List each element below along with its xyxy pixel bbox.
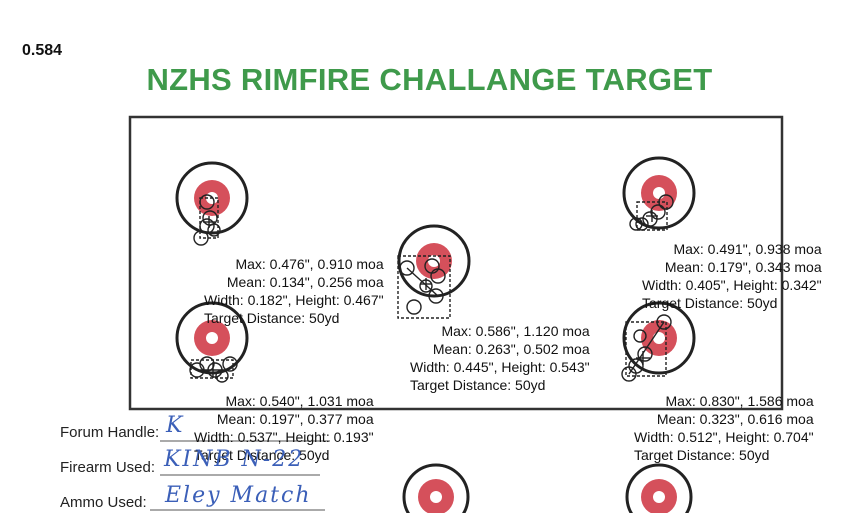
stat-size: Width: 0.445", Height: 0.543" [410,359,590,375]
target-frame [128,115,784,411]
target-lower-center-partial [402,463,470,513]
forum-handle-label: Forum Handle: [60,424,160,441]
form-lines [150,440,330,511]
stat-max: Max: 0.586", 1.120 moa [441,323,590,339]
stat-distance: Target Distance: 50yd [634,447,770,463]
firearm-used-label: Firearm Used: [60,459,156,476]
stat-max: Max: 0.540", 1.031 moa [225,393,374,409]
firearm-used-value: KINB N-22 [164,447,305,472]
target-center [397,224,471,298]
stat-mean: Mean: 0.134", 0.256 moa [226,274,384,290]
stat-size: Width: 0.512", Height: 0.704" [634,429,814,445]
stat-mean: Mean: 0.197", 0.377 moa [216,411,374,427]
stat-distance: Target Distance: 50yd [410,377,546,393]
shot-group-bottom-right [621,314,672,382]
target-top-right [622,156,696,230]
ammo-used-label: Ammo Used: [60,494,147,511]
stat-distance: Target Distance: 50yd [642,295,778,311]
stat-mean: Mean: 0.323", 0.616 moa [656,411,814,427]
score-value: 0.584 [22,42,63,59]
forum-handle-value: K [166,413,185,438]
stats-bottom-right: Max: 0.830", 1.586 moa Mean: 0.323", 0.6… [634,392,814,464]
stat-mean: Mean: 0.263", 0.502 moa [432,341,590,357]
stat-max: Max: 0.491", 0.938 moa [673,241,822,257]
page-title: NZHS RIMFIRE CHALLANGE TARGET [146,62,713,97]
shot-group-center [397,255,451,319]
stat-max: Max: 0.476", 0.910 moa [235,256,384,272]
shot-group-top-right [629,194,674,231]
stat-mean: Mean: 0.179", 0.343 moa [664,259,822,275]
stats-top-left: Max: 0.476", 0.910 moa Mean: 0.134", 0.2… [204,255,384,327]
ammo-used-value: Eley Match [165,483,312,508]
stat-max: Max: 0.830", 1.586 moa [665,393,814,409]
stats-center: Max: 0.586", 1.120 moa Mean: 0.263", 0.5… [410,322,590,394]
stats-top-right: Max: 0.491", 0.938 moa Mean: 0.179", 0.3… [642,240,822,312]
target-lower-right-partial [625,463,693,513]
shot-group-bottom-left [189,356,238,383]
target-bottom-left [175,301,249,375]
stat-distance: Target Distance: 50yd [204,310,340,326]
stat-distance: Target Distance: 50yd [194,447,330,463]
stat-size: Width: 0.182", Height: 0.467" [204,292,384,308]
stat-size: Width: 0.537", Height: 0.193" [194,429,374,445]
stats-bottom-left: Max: 0.540", 1.031 moa Mean: 0.197", 0.3… [194,392,374,464]
stat-size: Width: 0.405", Height: 0.342" [642,277,822,293]
shot-group-top-left [193,194,221,246]
